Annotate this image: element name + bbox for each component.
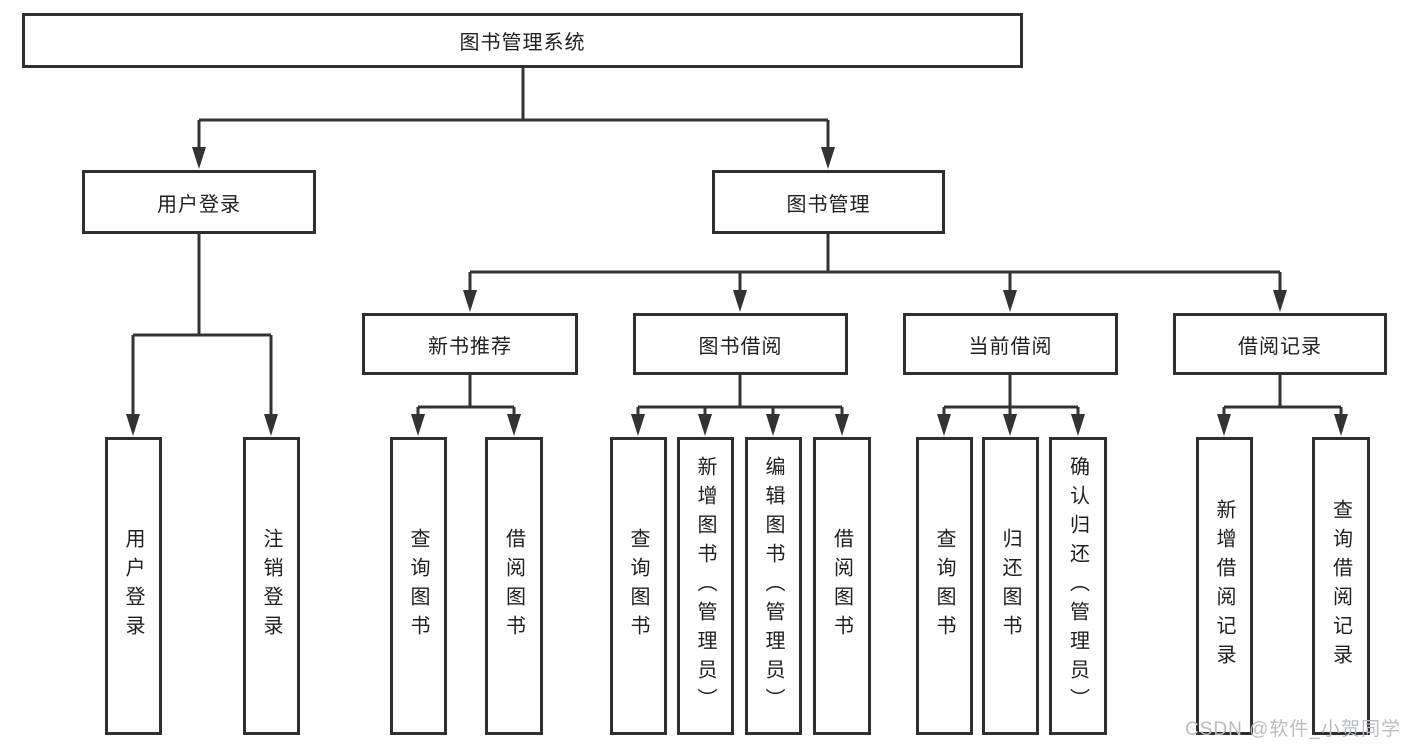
- csdn-watermark: CSDN @软件_小贺同学: [1185, 719, 1401, 740]
- node-borrowing-records-label: 借阅记录: [1238, 335, 1322, 358]
- node-root: 图书管理系统: [22, 13, 1023, 68]
- node-logout-action-label: 注销登录: [260, 528, 282, 644]
- node-book-borrowing-label: 图书借阅: [698, 335, 783, 358]
- node-confirm-return-admin-label: 确认归还（管理员）: [1066, 455, 1089, 717]
- node-borrow-books-label: 借阅图书: [830, 528, 853, 644]
- node-add-borrow-record-label: 新增借阅记录: [1213, 499, 1235, 673]
- node-book-borrowing: 图书借阅: [633, 313, 848, 375]
- node-current-borrowing: 当前借阅: [903, 313, 1118, 375]
- node-confirm-return-admin: 确认归还（管理员）: [1049, 437, 1107, 735]
- node-return-books: 归还图书: [982, 437, 1039, 735]
- node-query-books-current-label: 查询图书: [933, 528, 955, 644]
- node-query-books-borrowing: 查询图书: [610, 437, 667, 735]
- node-book-management: 图书管理: [712, 170, 945, 234]
- node-user-login-action-label: 用户登录: [122, 528, 144, 644]
- node-new-book-recommend: 新书推荐: [362, 313, 578, 375]
- node-logout-action: 注销登录: [243, 437, 300, 735]
- node-edit-books-admin: 编辑图书（管理员）: [745, 437, 802, 735]
- node-add-borrow-record: 新增借阅记录: [1196, 437, 1253, 735]
- node-new-book-recommend-label: 新书推荐: [428, 335, 512, 358]
- node-query-books-borrowing-label: 查询图书: [627, 528, 649, 644]
- node-user-login: 用户登录: [82, 170, 316, 234]
- node-root-label: 图书管理系统: [459, 32, 586, 54]
- node-borrow-books-recommend-label: 借阅图书: [502, 528, 525, 644]
- node-add-books-admin: 新增图书（管理员）: [677, 437, 734, 735]
- node-book-management-label: 图书管理: [786, 193, 871, 216]
- node-borrowing-records: 借阅记录: [1173, 313, 1387, 375]
- node-borrow-books: 借阅图书: [813, 437, 871, 735]
- node-query-books-recommend: 查询图书: [390, 437, 447, 735]
- node-user-login-label: 用户登录: [157, 193, 241, 216]
- node-query-books-current: 查询图书: [916, 437, 973, 735]
- node-query-borrow-record: 查询借阅记录: [1312, 437, 1370, 735]
- node-query-borrow-record-label: 查询借阅记录: [1329, 499, 1352, 673]
- node-query-books-recommend-label: 查询图书: [407, 528, 429, 644]
- node-user-login-action: 用户登录: [105, 437, 162, 735]
- node-add-books-admin-label: 新增图书（管理员）: [694, 455, 716, 717]
- node-edit-books-admin-label: 编辑图书（管理员）: [762, 455, 784, 717]
- node-borrow-books-recommend: 借阅图书: [485, 437, 543, 735]
- node-return-books-label: 归还图书: [999, 528, 1021, 644]
- node-current-borrowing-label: 当前借阅: [968, 335, 1053, 358]
